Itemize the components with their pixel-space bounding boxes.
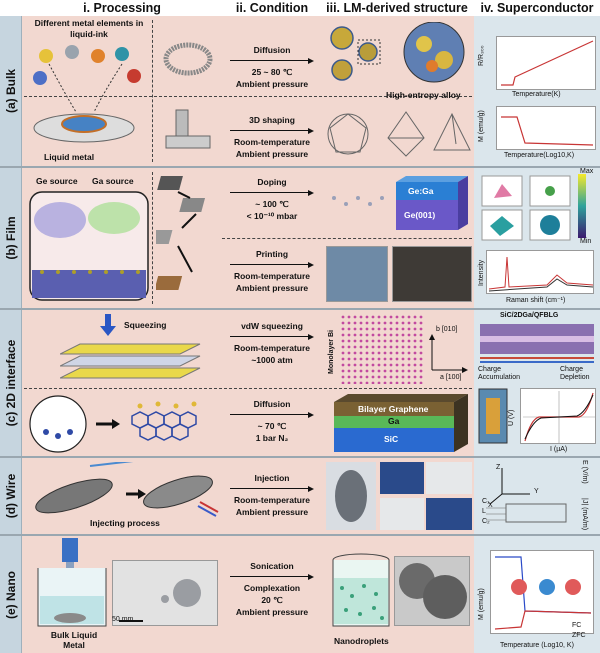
crystal-structure-grid xyxy=(481,175,571,241)
printing-photo-2 xyxy=(392,246,472,302)
squeezing-layers-illustration xyxy=(60,343,201,379)
wire-photos xyxy=(326,462,472,530)
e-ylabel: E (V/m) xyxy=(581,460,588,484)
row-label-bulk: (a) Bulk xyxy=(0,16,22,166)
colorbar xyxy=(578,174,586,238)
charge-accumulation-label: Charge Accumulation xyxy=(478,366,521,381)
squeezing-caption: Squeezing xyxy=(124,320,167,330)
legend-fc: FC xyxy=(572,622,582,629)
l-label: L xyxy=(482,508,486,515)
diffusion-illustration xyxy=(29,395,197,453)
liquid-metal-photo xyxy=(112,560,218,626)
axis-z-label: Z xyxy=(496,464,501,471)
interface-layer-bottom: SiC xyxy=(384,434,399,444)
charge-depletion-label: Charge Depletion xyxy=(560,366,590,381)
doping-chamber-illustration xyxy=(29,191,149,301)
axis-x-label: X xyxy=(488,502,493,509)
squeezing-arrow-icon xyxy=(100,314,116,336)
j-ylabel: |J| (mA/m) xyxy=(581,498,588,531)
header-superconductor: iv. Superconductor xyxy=(480,1,594,15)
ge-source-label: Ge source xyxy=(36,176,78,186)
interface-layer-mid: Ga xyxy=(388,416,400,426)
wire-axes-diagram xyxy=(486,468,567,523)
raman-ylabel: Intensity xyxy=(478,259,485,286)
film-layer-top: Ge:Ga xyxy=(408,186,434,196)
row-bulk: (a) Bulk Different metal elements in liq… xyxy=(0,16,600,166)
row-label-wire: (d) Wire xyxy=(0,458,22,534)
row-wire: (d) Wire Injecting process Injection Roo… xyxy=(0,458,600,534)
row-label-2d-interface: (c) 2D interface xyxy=(0,310,22,456)
injection-illustration xyxy=(35,462,219,517)
interface-condition-1: vdW squeezing Room-temperature~1000 atm xyxy=(222,320,322,366)
monolayer-bi-label: Monolayer Bi xyxy=(328,330,335,374)
nano-m-xlabel: Temperature (Log10, K) xyxy=(500,642,574,649)
iv-plot xyxy=(520,388,596,444)
row-2d-interface: (c) 2D interface Squeezing vdW squeezing… xyxy=(0,310,600,456)
lattice-shape-icon xyxy=(165,109,211,149)
nano-m-ylabel: M (emu/g) xyxy=(478,588,485,620)
axis-y-label: Y xyxy=(534,488,539,495)
axis-a-label: a [100] xyxy=(440,374,462,381)
row-nano: (e) Nano Bulk Liquid Metal 50 mm Sonicat… xyxy=(0,536,600,653)
raman-plot xyxy=(486,250,594,294)
sonication-beaker xyxy=(37,538,107,627)
colorbar-min: Min xyxy=(580,238,592,245)
colorbar-max: Max xyxy=(580,168,594,175)
magnetization-xlabel: Temperature(Log10,K) xyxy=(504,152,575,159)
liquid-metal-caption: Liquid metal xyxy=(44,152,95,162)
injecting-process-caption: Injecting process xyxy=(90,518,160,528)
header-processing: i. Processing xyxy=(83,1,161,15)
metal-elements-caption: Different metal elements in liquid-ink xyxy=(34,18,144,39)
polyhedra-illustration xyxy=(327,111,471,157)
charge-distribution-image xyxy=(480,324,594,363)
bulk-liquid-metal-caption: Bulk Liquid Metal xyxy=(50,630,98,650)
iv-ylabel: U (V) xyxy=(508,409,515,426)
nanodroplets-beaker xyxy=(332,553,390,627)
magnetization-ylabel: M (emu/g) xyxy=(478,110,485,142)
resistance-ylabel: R/R₃₀₀ xyxy=(478,45,485,66)
resistance-plot xyxy=(496,36,596,90)
alloy-particles-illustration xyxy=(330,22,465,83)
printing-steps-illustration xyxy=(156,176,206,290)
iv-xlabel: I (µA) xyxy=(550,446,568,453)
device-image xyxy=(478,388,508,444)
printing-photo-1 xyxy=(326,246,388,302)
raman-xlabel: Raman shift (cm⁻¹) xyxy=(506,297,566,304)
monolayer-lattice xyxy=(340,314,424,384)
axis-b-label: b [010] xyxy=(436,326,458,333)
resistance-xlabel: Temperature(K) xyxy=(512,91,561,98)
nanodroplets-caption: Nanodroplets xyxy=(334,636,389,646)
sup-interface-title: SiC/2DGa/QFBLG xyxy=(500,312,559,319)
row-label-nano: (e) Nano xyxy=(0,536,22,653)
row-label-film: (b) Film xyxy=(0,168,22,308)
header-condition: ii. Condition xyxy=(235,1,309,15)
legend-zfc: ZFC xyxy=(572,632,586,639)
magnetization-plot xyxy=(496,106,596,150)
row-film: (b) Film Ge source Ga source Doping ~ 10… xyxy=(0,168,600,308)
header-structure: iii. LM-derived structure xyxy=(326,1,468,15)
axis-arrows xyxy=(429,334,468,373)
high-entropy-alloy-caption: High-entropy alloy xyxy=(386,90,461,100)
metal-elements-illustration xyxy=(33,45,141,143)
tem-image xyxy=(394,556,470,626)
nano-magnetization-plot xyxy=(490,550,594,634)
c1-label: C₁ xyxy=(482,498,490,505)
film-layer-block xyxy=(332,176,468,230)
scale-bar-label: 50 mm xyxy=(112,616,134,623)
c2-label: C₂ xyxy=(482,518,490,525)
ring-structure-icon xyxy=(163,42,213,76)
ga-source-label: Ga source xyxy=(92,176,134,186)
interface-layer-block xyxy=(334,394,468,452)
film-condition-1: Doping ~ 100 ℃< 10⁻¹⁰ mbar xyxy=(222,176,322,222)
film-layer-bottom: Ge(001) xyxy=(404,210,436,220)
interface-layer-top: Bilayer Graphene xyxy=(358,404,429,414)
